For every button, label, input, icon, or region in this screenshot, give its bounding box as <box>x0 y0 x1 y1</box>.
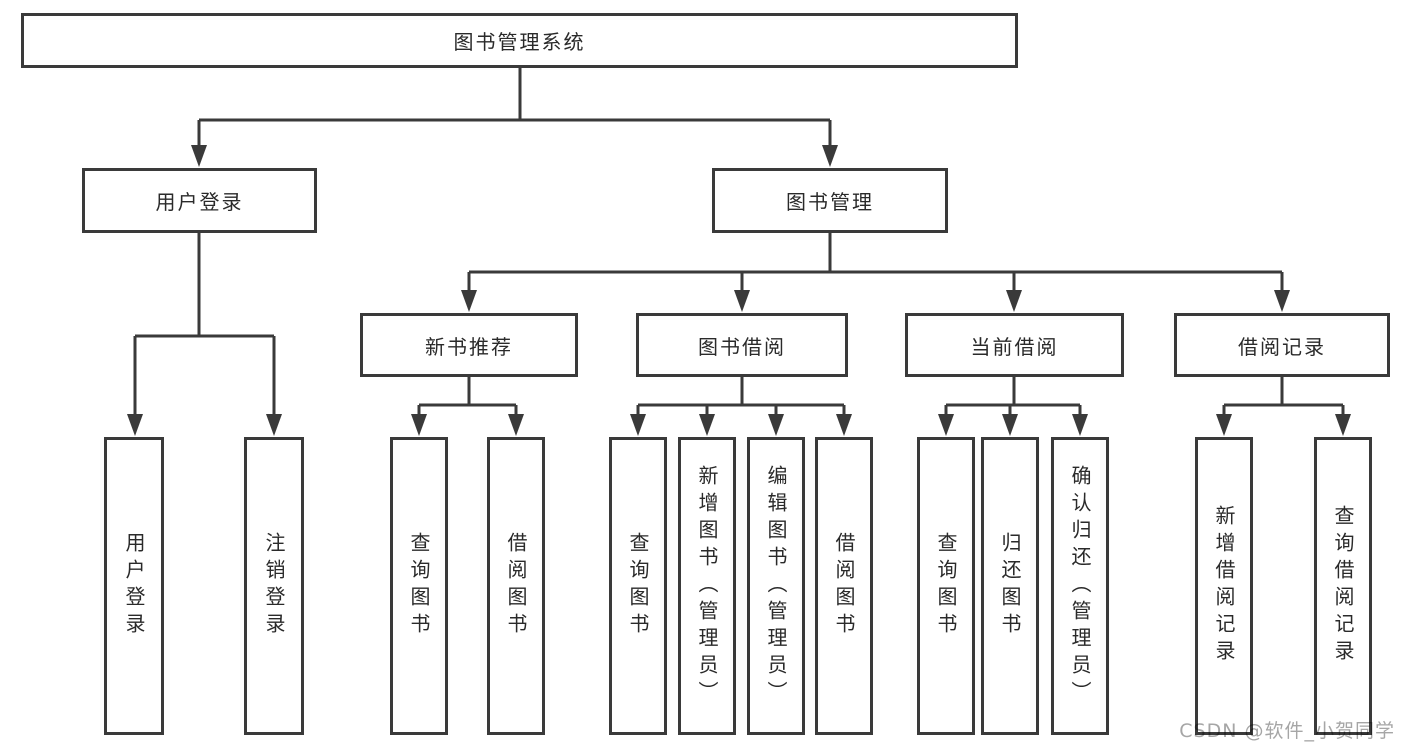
arrow-icon <box>1274 290 1290 312</box>
leaf-user-login: 用户登录 <box>104 437 164 735</box>
arrow-icon <box>1002 414 1018 436</box>
node-current-borrowing: 当前借阅 <box>905 313 1124 377</box>
leaf-query-books-1: 查询图书 <box>390 437 448 735</box>
leaf-label: 归还图书 <box>998 532 1022 640</box>
node-borrowing-records: 借阅记录 <box>1174 313 1390 377</box>
leaf-label: 借阅图书 <box>832 532 856 640</box>
leaf-query-borrow-record: 查询借阅记录 <box>1314 437 1372 735</box>
leaf-label: 编辑图书（管理员） <box>764 464 788 708</box>
node-user-login: 用户登录 <box>82 168 317 233</box>
leaf-label: 用户登录 <box>122 532 146 640</box>
arrow-icon <box>822 145 838 167</box>
connector-login-to-leaves <box>133 233 276 415</box>
leaf-query-books-2: 查询图书 <box>609 437 667 735</box>
connector-root-to-level2 <box>197 68 832 147</box>
arrow-icon <box>411 414 427 436</box>
leaf-label: 查询图书 <box>626 532 650 640</box>
arrow-icon <box>1216 414 1232 436</box>
node-root-system: 图书管理系统 <box>21 13 1018 68</box>
arrow-icon <box>1072 414 1088 436</box>
leaf-label: 查询图书 <box>934 532 958 640</box>
arrow-icon <box>734 290 750 312</box>
arrow-icon <box>461 290 477 312</box>
arrow-icon <box>630 414 646 436</box>
leaf-add-borrow-record: 新增借阅记录 <box>1195 437 1253 735</box>
leaf-add-book-admin: 新增图书（管理员） <box>678 437 736 735</box>
leaf-query-books-3: 查询图书 <box>917 437 975 735</box>
leaf-return-book: 归还图书 <box>981 437 1039 735</box>
arrow-icon <box>508 414 524 436</box>
arrow-icon <box>768 414 784 436</box>
node-book-management: 图书管理 <box>712 168 948 233</box>
leaf-confirm-return-admin: 确认归还（管理员） <box>1051 437 1109 735</box>
leaf-edit-book-admin: 编辑图书（管理员） <box>747 437 805 735</box>
leaf-label: 查询图书 <box>407 532 431 640</box>
leaf-borrow-books-1: 借阅图书 <box>487 437 545 735</box>
node-book-borrowing: 图书借阅 <box>636 313 848 377</box>
arrow-icon <box>191 145 207 167</box>
leaf-label: 注销登录 <box>262 532 286 640</box>
arrow-icon <box>1006 290 1022 312</box>
arrow-icon <box>836 414 852 436</box>
leaf-logout: 注销登录 <box>244 437 304 735</box>
leaf-label: 新增图书（管理员） <box>695 464 719 708</box>
connector-current-to-leaves <box>944 377 1082 415</box>
leaf-label: 新增借阅记录 <box>1212 505 1236 667</box>
arrow-icon <box>938 414 954 436</box>
connector-records-to-leaves <box>1222 377 1345 415</box>
node-new-book-recommend: 新书推荐 <box>360 313 578 377</box>
connector-mgmt-to-level3 <box>467 233 1284 291</box>
leaf-borrow-books-2: 借阅图书 <box>815 437 873 735</box>
connector-newrec-to-leaves <box>417 377 518 415</box>
leaf-label: 确认归还（管理员） <box>1068 464 1092 708</box>
csdn-watermark: CSDN @软件_小贺同学 <box>1179 720 1395 742</box>
arrow-icon <box>1335 414 1351 436</box>
arrow-icon <box>127 414 143 436</box>
arrow-icon <box>699 414 715 436</box>
arrow-icon <box>266 414 282 436</box>
leaf-label: 借阅图书 <box>504 532 528 640</box>
leaf-label: 查询借阅记录 <box>1331 505 1355 667</box>
connector-borrow-to-leaves <box>636 377 846 415</box>
